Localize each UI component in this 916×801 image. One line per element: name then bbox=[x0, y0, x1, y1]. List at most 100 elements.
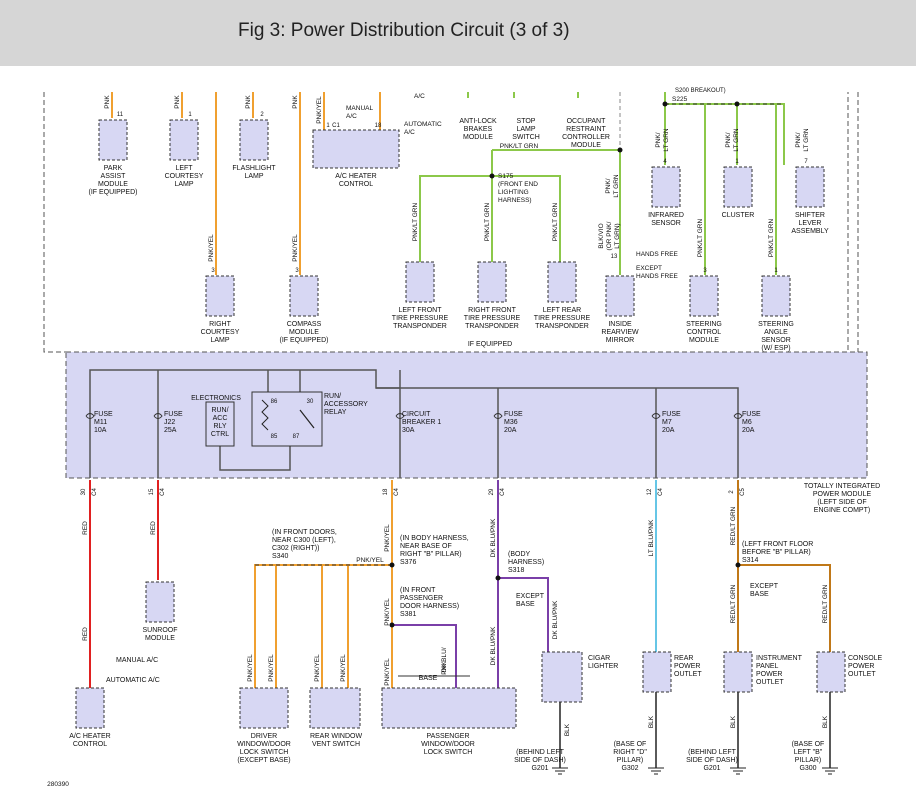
fuse-label: FUSE bbox=[742, 411, 761, 418]
steering-angle-sensor bbox=[761, 275, 791, 317]
pin-label: 7 bbox=[804, 159, 808, 165]
steering-control-module bbox=[689, 275, 719, 317]
note-label: AUTOMATIC bbox=[404, 121, 442, 128]
pin-label: C4 bbox=[394, 488, 400, 496]
console-power-outlet bbox=[816, 651, 846, 693]
wire-label: LT GRN bbox=[733, 128, 740, 152]
cb1-symbol bbox=[395, 413, 405, 419]
figure-id: 280390 bbox=[47, 781, 69, 788]
pin-label: 86 bbox=[271, 399, 278, 405]
wire-label: BLK bbox=[730, 715, 737, 728]
module-label: ASSEMBLY bbox=[791, 228, 829, 235]
compass-module bbox=[289, 275, 319, 317]
wire-label: BLK bbox=[564, 723, 571, 736]
module-label: STOP bbox=[517, 118, 536, 125]
rear-power-outlet bbox=[642, 651, 672, 693]
tipm-label: RLY bbox=[213, 423, 226, 430]
shifter-lever bbox=[795, 166, 825, 208]
module-label: CIGAR bbox=[588, 655, 610, 662]
ground-icon bbox=[648, 767, 664, 775]
module-label: OCCUPANT bbox=[567, 118, 606, 125]
fuse-label: 10A bbox=[94, 427, 107, 434]
tipm-label: ELECTRONICS bbox=[191, 395, 241, 402]
passenger-window-switch bbox=[381, 687, 517, 729]
note-label: HANDS FREE bbox=[636, 273, 679, 280]
ground-label: RIGHT "D" bbox=[613, 749, 647, 756]
module-label: INFRARED bbox=[648, 212, 684, 219]
module-label: LAMP bbox=[174, 181, 193, 188]
module-label: LEFT FRONT bbox=[398, 307, 442, 314]
fuse-label: BREAKER 1 bbox=[402, 419, 441, 426]
fuse-label: M36 bbox=[504, 419, 518, 426]
splice-label: S175 bbox=[498, 173, 514, 180]
splice-label: S314 bbox=[742, 557, 758, 564]
module-label: LEVER bbox=[799, 220, 822, 227]
note-label: A/C bbox=[346, 113, 357, 120]
tipm-label: ACC bbox=[213, 415, 228, 422]
ground-label: G300 bbox=[799, 765, 816, 772]
right-courtesy-lamp bbox=[205, 275, 235, 317]
rear-vent-switch bbox=[309, 687, 361, 729]
tipm-label: ACCESSORY bbox=[324, 401, 368, 408]
module-label: OUTLET bbox=[674, 671, 702, 678]
tipm-box bbox=[65, 351, 868, 479]
splice-label: S225 bbox=[672, 96, 688, 103]
module-label: VENT SWITCH bbox=[312, 741, 360, 748]
wire-console bbox=[738, 564, 831, 652]
note-label: EXCEPT bbox=[636, 265, 662, 272]
module-label: LIGHTER bbox=[588, 663, 618, 670]
rf-tire-transponder bbox=[477, 261, 507, 303]
wire-label: RED bbox=[150, 521, 157, 535]
ground-icon bbox=[822, 767, 838, 775]
ground-label: PILLAR) bbox=[795, 757, 821, 764]
wire-label: PNK/ bbox=[795, 132, 802, 147]
module-label: MODULE bbox=[145, 635, 175, 642]
module-label: REAR bbox=[674, 655, 693, 662]
wire-label: DK BLU/PNK bbox=[552, 600, 559, 639]
module-label: BRAKES bbox=[464, 126, 493, 133]
note-label: MANUAL bbox=[346, 105, 373, 112]
pin-label: 4 bbox=[663, 159, 667, 165]
module-label: TRANSPONDER bbox=[465, 323, 519, 330]
fuse-m6-symbol bbox=[733, 413, 743, 419]
pin-label: C5 bbox=[740, 488, 746, 496]
pin-label: 11 bbox=[117, 112, 124, 118]
wire-label: LT GRN) bbox=[614, 223, 621, 248]
module-label: INSTRUMENT bbox=[756, 655, 803, 662]
ground-label: SIDE OF DASH) bbox=[686, 757, 738, 764]
relay-contact bbox=[299, 409, 315, 429]
wire-label: PNK/ bbox=[725, 132, 732, 147]
module-label: SUNROOF bbox=[143, 627, 178, 634]
module-label: OUTLET bbox=[756, 679, 784, 686]
ground-symbols bbox=[552, 767, 838, 775]
driver-window-switch bbox=[239, 687, 289, 729]
module-label: RIGHT FRONT bbox=[468, 307, 516, 314]
wire-label: PNK/LT GRN bbox=[697, 218, 704, 257]
module-label: REAR WINDOW bbox=[310, 733, 363, 740]
left-courtesy-lamp bbox=[169, 119, 199, 161]
module-label: LAMP bbox=[210, 337, 229, 344]
module-label: ANGLE bbox=[764, 329, 788, 336]
splice-label: BASE bbox=[516, 601, 535, 608]
wire-label: PNK/YEL bbox=[314, 654, 321, 682]
splice-label: S340 bbox=[272, 553, 288, 560]
module-label: TIRE PRESSURE bbox=[534, 315, 591, 322]
pin-label: 3 bbox=[211, 268, 215, 274]
wire-label: BLK bbox=[822, 715, 829, 728]
splice-label: BEFORE "B" PILLAR) bbox=[742, 549, 811, 556]
s225-dot bbox=[662, 101, 668, 107]
module-label: LOCK SWITCH bbox=[240, 749, 289, 756]
fuse-label: 30A bbox=[402, 427, 415, 434]
module-label: CLUSTER bbox=[722, 212, 755, 219]
infrared-sensor bbox=[651, 166, 681, 208]
fuse-label: FUSE bbox=[504, 411, 523, 418]
splice-label: EXCEPT bbox=[750, 583, 779, 590]
left-frame-line bbox=[43, 92, 66, 353]
splice-label: HARNESS) bbox=[498, 197, 532, 204]
module-label: TIRE PRESSURE bbox=[392, 315, 449, 322]
module-label: (W/ ESP) bbox=[761, 345, 790, 352]
pin-label: 18 bbox=[375, 123, 382, 129]
fuse-label: 20A bbox=[662, 427, 675, 434]
ground-label: SIDE OF DASH) bbox=[514, 757, 566, 764]
splice-label: BASE bbox=[750, 591, 769, 598]
